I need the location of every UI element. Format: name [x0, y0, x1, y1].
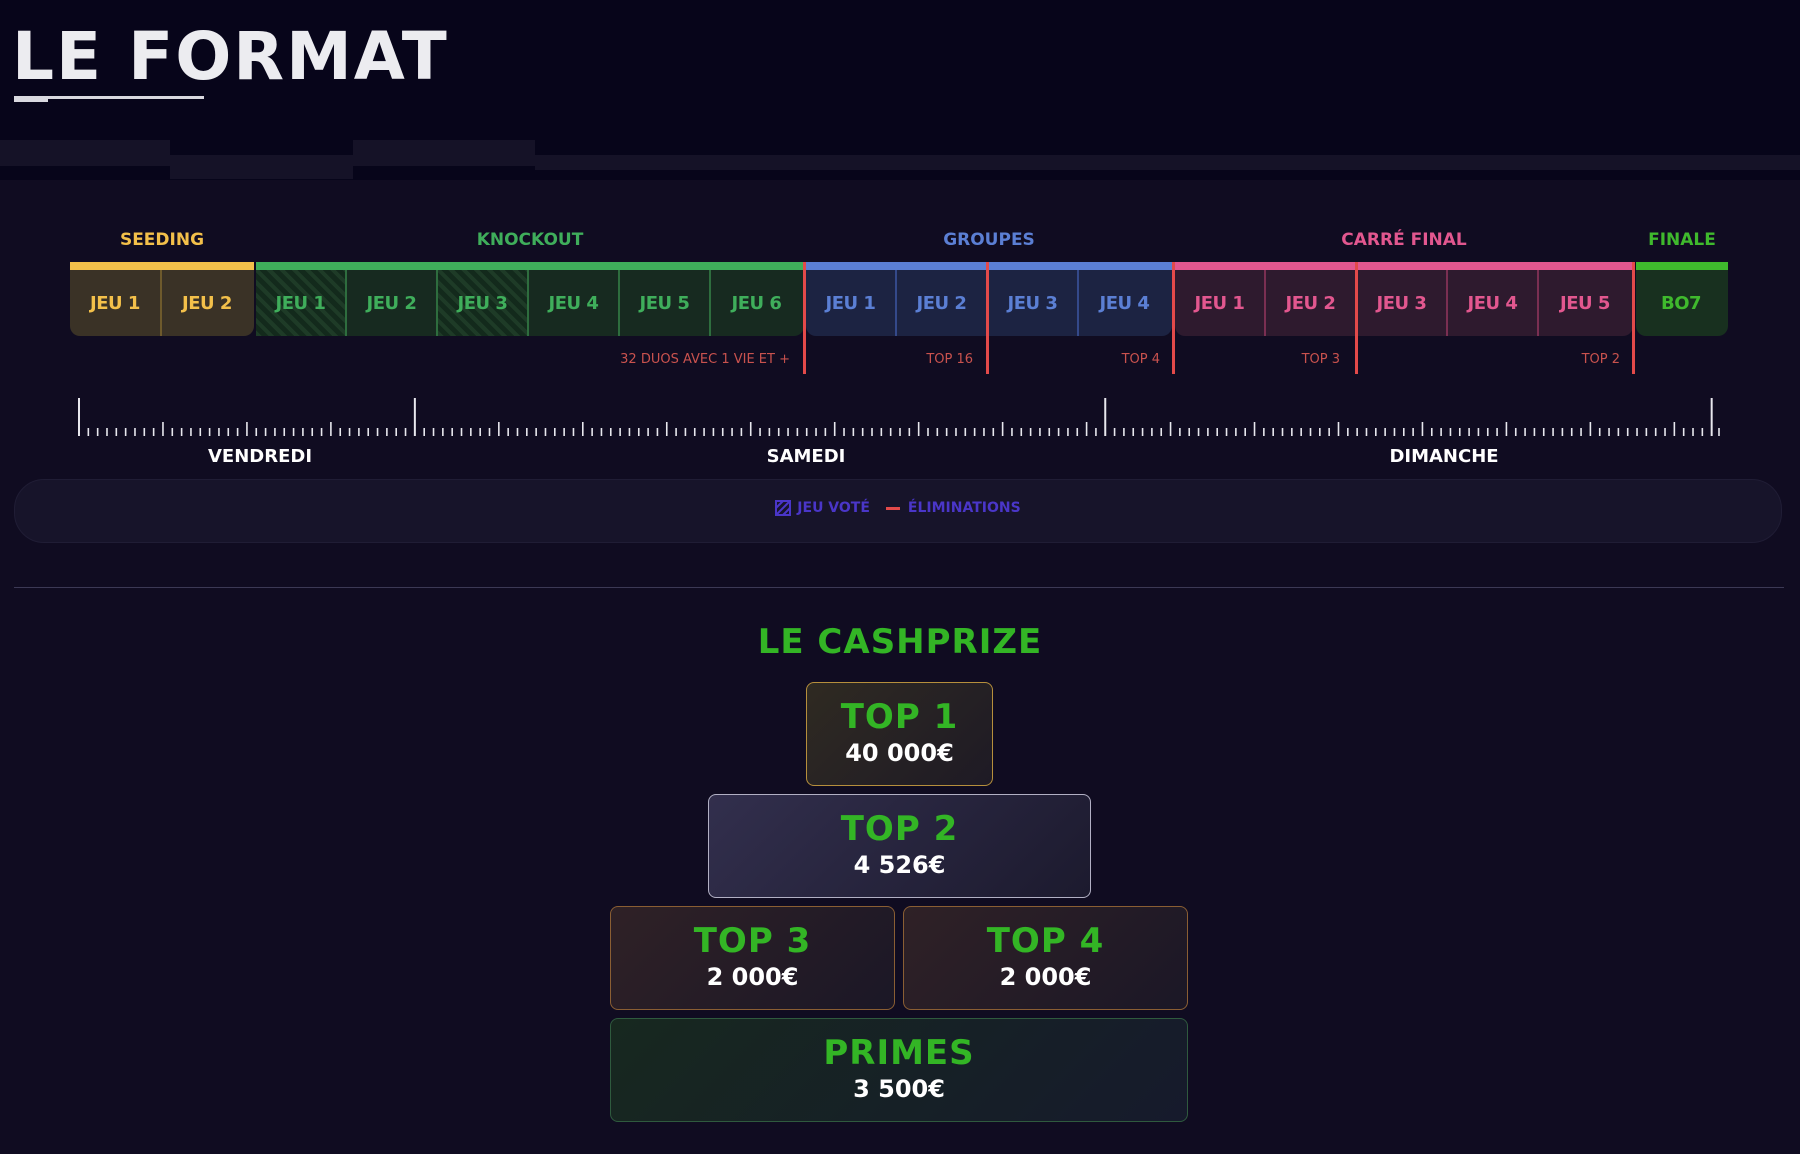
carre-final-game-4: JEU 4	[1448, 270, 1539, 336]
phase-label-knockout: KNOCKOUT	[476, 230, 584, 250]
main-background	[0, 180, 1800, 1154]
prize-top3: TOP 3 2 000€	[610, 906, 895, 1010]
knockout-game-6: JEU 6	[711, 270, 804, 336]
phase-label-seeding: SEEDING	[119, 230, 205, 250]
elimination-label: TOP 16	[926, 352, 973, 367]
prize-rank: PRIMES	[823, 1033, 975, 1073]
prize-rank: TOP 3	[693, 921, 812, 961]
legend-elim-label: ÉLIMINATIONS	[907, 500, 1021, 516]
knockout-game-3-voted: JEU 3	[438, 270, 529, 336]
carre-final-game-3: JEU 3	[1357, 270, 1448, 336]
header-band	[0, 0, 1800, 180]
carre-final-game-1: JEU 1	[1175, 270, 1266, 336]
prize-amount: 3 500€	[853, 1075, 945, 1103]
cashprize-title: LE CASHPRIZE	[757, 622, 1043, 662]
prize-rank: TOP 4	[986, 921, 1105, 961]
elimination-marker	[803, 262, 806, 374]
phase-label-finale: FINALE	[1648, 230, 1716, 250]
carre-final-game-2: JEU 2	[1266, 270, 1357, 336]
timeline-ruler	[78, 398, 1720, 436]
elimination-marker	[986, 262, 989, 374]
legend-bar: JEU VOTÉ ÉLIMINATIONS	[14, 479, 1782, 543]
phase-bar-seeding	[70, 262, 254, 270]
glitch-strip	[535, 155, 1800, 170]
glitch-strip	[170, 155, 353, 179]
phase-bar-finale	[1636, 262, 1728, 270]
prize-top4: TOP 4 2 000€	[903, 906, 1188, 1010]
groupes-game-2: JEU 2	[897, 270, 988, 336]
knockout-game-1-voted: JEU 1	[256, 270, 347, 336]
knockout-game-2: JEU 2	[347, 270, 438, 336]
elimination-line-icon	[885, 506, 900, 510]
prize-amount: 2 000€	[999, 963, 1092, 991]
elimination-label: 32 DUOS AVEC 1 VIE ET +	[620, 352, 790, 367]
prize-amount: 40 000€	[845, 739, 954, 767]
groupes-game-1: JEU 1	[806, 270, 897, 336]
hatch-icon	[775, 500, 792, 516]
day-label-friday: VENDREDI	[207, 446, 313, 467]
day-label-sunday: DIMANCHE	[1389, 446, 1499, 467]
legend-voted-label: JEU VOTÉ	[797, 500, 870, 516]
glitch-strip	[0, 140, 170, 166]
section-divider	[14, 587, 1784, 588]
elimination-label: TOP 4	[1121, 352, 1160, 367]
seeding-game-2: JEU 2	[162, 270, 254, 336]
finale-bo7: BO7	[1636, 270, 1728, 336]
knockout-game-5: JEU 5	[620, 270, 711, 336]
elimination-marker	[1355, 262, 1358, 374]
prize-primes: PRIMES 3 500€	[610, 1018, 1188, 1122]
groupes-game-4: JEU 4	[1079, 270, 1172, 336]
elimination-marker	[1632, 262, 1635, 374]
phase-bar-groupes	[806, 262, 1172, 270]
glitch-strip	[353, 140, 535, 166]
phase-label-groupes: GROUPES	[943, 230, 1035, 250]
knockout-game-4: JEU 4	[529, 270, 620, 336]
carre-final-game-5: JEU 5	[1539, 270, 1633, 336]
elimination-label: TOP 3	[1301, 352, 1340, 367]
seeding-game-1: JEU 1	[70, 270, 162, 336]
title-underline	[14, 96, 204, 99]
page-title: LE FORMAT	[12, 18, 449, 95]
phase-bar-carre-final	[1175, 262, 1633, 270]
elimination-marker	[1172, 262, 1175, 374]
phase-label-carre-final: CARRÉ FINAL	[1341, 230, 1467, 250]
title-underline-accent	[14, 96, 48, 102]
prize-top2: TOP 2 4 526€	[708, 794, 1091, 898]
elimination-label: TOP 2	[1581, 352, 1620, 367]
prize-top1: TOP 1 40 000€	[806, 682, 993, 786]
prize-rank: TOP 1	[840, 697, 959, 737]
day-label-saturday: SAMEDI	[766, 446, 846, 467]
prize-amount: 4 526€	[853, 851, 946, 879]
prize-amount: 2 000€	[706, 963, 799, 991]
groupes-game-3: JEU 3	[988, 270, 1079, 336]
phase-bar-knockout	[256, 262, 804, 270]
prize-rank: TOP 2	[840, 809, 959, 849]
